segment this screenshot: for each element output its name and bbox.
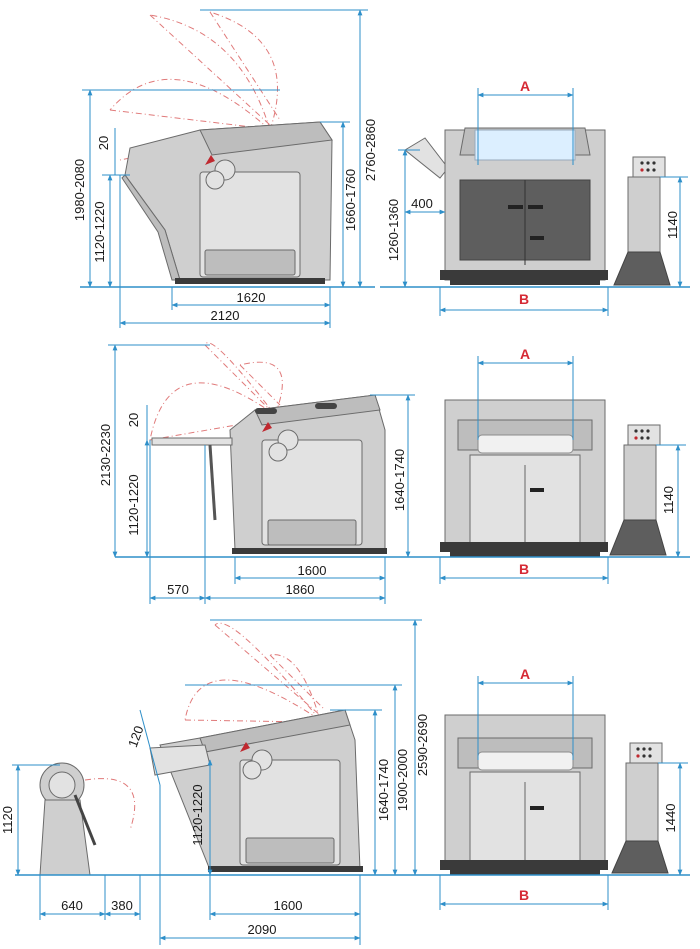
label-row2-A: A	[520, 346, 530, 362]
row2-control-panel: 1140	[609, 424, 686, 558]
dim-row1-h-body: 1660-1760	[343, 169, 358, 231]
dim-row2-w-ext: 570	[167, 582, 189, 597]
dim-row1-h-inner: 1120-1220	[92, 201, 107, 262]
dim-row2-panel-h: 1140	[661, 486, 676, 514]
dim-row3-h-inner: 1120-1220	[190, 784, 205, 845]
dim-row3-panel-h: 1440	[663, 804, 678, 833]
dim-row1-panel-h: 1140	[665, 211, 680, 239]
dim-row1-chute-w: 400	[411, 196, 433, 211]
dim-row2-w-base: 1600	[298, 563, 327, 578]
label-row1-A: A	[520, 78, 530, 94]
label-row1-B: B	[519, 291, 529, 307]
side-roll-unit	[39, 762, 136, 876]
row3-side-view: 1120 120 1120-1220 1640-1740 1900-2000 2…	[0, 619, 430, 945]
dim-row3-w-base: 1600	[274, 898, 303, 913]
row2-side-view: 2130-2230 1120-1220 20 1640-1740 1600 57…	[98, 342, 430, 604]
label-row3-B: B	[519, 887, 529, 903]
lid-swing-arcs	[109, 11, 281, 161]
row1-front-view: A B 1260-1360 400	[380, 78, 690, 316]
dim-row2-w-total: 1860	[286, 582, 315, 597]
dim-row3-w-gap: 380	[111, 898, 133, 913]
row3-front-view: A B	[430, 666, 690, 910]
dim-row1-w-base: 1620	[237, 290, 266, 305]
dim-row2-h-total: 2130-2230	[98, 424, 113, 486]
dim-row2-h-inner: 1120-1220	[126, 474, 141, 535]
dim-row1-h-top: 2760-2860	[363, 119, 378, 181]
machine-body	[151, 394, 387, 554]
label-row2-B: B	[519, 561, 529, 577]
dim-row1-w-total: 2120	[211, 308, 240, 323]
row2-front-view: A B	[430, 346, 690, 584]
lid-swing-arcs	[184, 622, 326, 723]
machine-body	[121, 121, 333, 284]
dim-row2-h-body: 1640-1740	[392, 449, 407, 511]
dim-row1-chute-h: 1260-1360	[386, 199, 401, 261]
dim-row3-tilt: 120	[125, 724, 147, 750]
dim-row3-h-top: 2590-2690	[415, 714, 430, 776]
label-row3-A: A	[520, 666, 530, 682]
dim-row3-w-left: 640	[61, 898, 83, 913]
row3-control-panel: 1440	[611, 742, 688, 876]
row1-side-view: 1980-2080 1120-1220 20 2760-2860 1660-17…	[72, 9, 378, 328]
dim-row1-tilt: 20	[96, 136, 111, 150]
dim-row1-h-total: 1980-2080	[72, 159, 87, 221]
dim-row3-side-h: 1120	[0, 806, 15, 834]
dim-row3-h-mid: 1900-2000	[395, 749, 410, 811]
dim-row3-w-total: 2090	[248, 922, 277, 937]
lid-swing-arcs	[149, 342, 283, 441]
row1-control-panel: 1140	[613, 156, 688, 288]
dim-row2-tilt: 20	[126, 413, 141, 427]
machine-body	[149, 709, 363, 872]
dim-row3-h-body: 1640-1740	[376, 759, 391, 821]
